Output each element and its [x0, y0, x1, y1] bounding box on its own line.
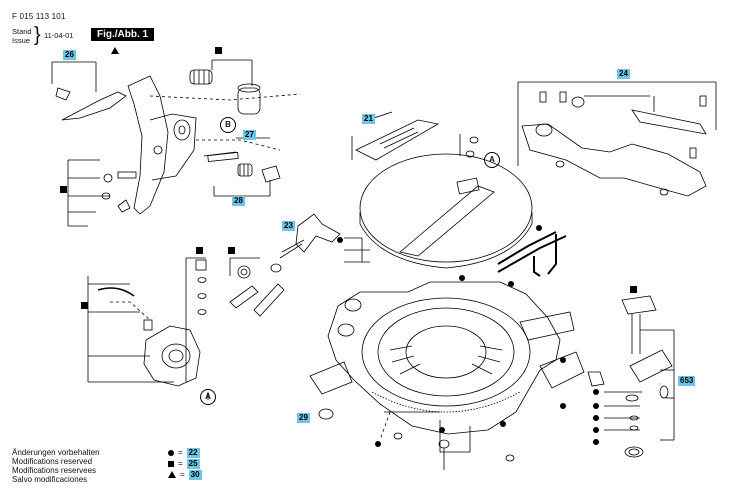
legend-value-square: 25 — [186, 458, 200, 469]
part-number: F 015 113 101 — [12, 12, 66, 21]
figure-label: Fig./Abb. 1 — [91, 28, 155, 41]
note-de: Änderungen vorbehalten — [12, 448, 100, 457]
stand-issue-labels: Stand Issue — [12, 27, 32, 45]
callout-27: 27 — [243, 130, 256, 140]
view-ref-a-bottom: A — [200, 389, 216, 405]
callout-29: 29 — [297, 413, 310, 423]
legend-row-circle: = 22 — [168, 447, 202, 458]
stand-label: Stand — [12, 27, 32, 36]
brace-glyph: } — [34, 24, 41, 46]
note-es: Salvo modificaciones — [12, 475, 88, 484]
legend-row-triangle: = 30 — [168, 469, 202, 480]
view-ref-b: B — [220, 117, 236, 133]
callout-24: 24 — [617, 69, 630, 79]
circle-symbol-icon — [168, 449, 174, 456]
legend-row-square: = 25 — [168, 458, 202, 469]
square-symbol-icon — [168, 460, 174, 467]
legend-value-circle: 22 — [186, 447, 200, 458]
note-fr: Modifications reservees — [12, 466, 97, 475]
modification-notes: Änderungen vorbehalten Modifications res… — [12, 448, 100, 484]
view-ref-a-top: A — [484, 152, 500, 168]
note-en: Modifications reserved — [12, 457, 93, 466]
symbol-legend: = 22 = 25 = 30 — [168, 447, 202, 480]
legend-value-triangle: 30 — [188, 469, 202, 480]
callout-26: 26 — [63, 50, 76, 60]
issue-label: Issue — [12, 36, 30, 45]
issue-date: 11-04-01 — [44, 31, 74, 40]
callout-21: 21 — [362, 114, 375, 124]
callout-23: 23 — [282, 221, 295, 231]
triangle-symbol-icon — [168, 471, 176, 478]
callout-28: 28 — [232, 196, 245, 206]
callout-653: 653 — [678, 376, 696, 386]
